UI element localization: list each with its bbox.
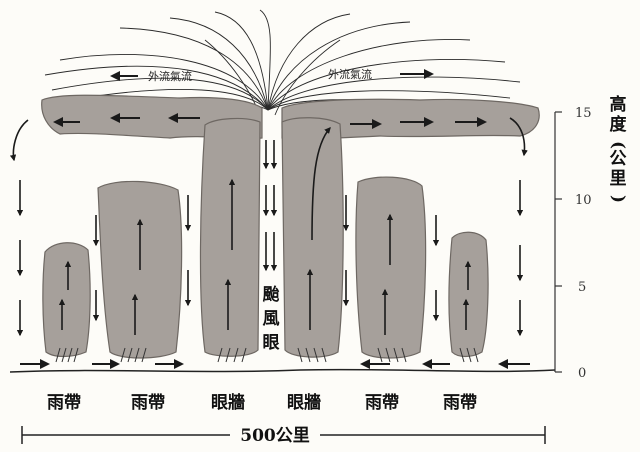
cloud-layer	[42, 95, 540, 358]
bottom-label-rainband: 雨帶	[131, 392, 165, 413]
eye-label-char-3: 眼	[263, 333, 280, 353]
axis-title-char: 公	[610, 149, 627, 169]
bottom-label-rainband: 雨帶	[443, 392, 477, 413]
bottom-label-eyewall: 眼牆	[287, 392, 321, 413]
eye-label-char-1: 颱	[263, 285, 280, 305]
down-arrow-icon	[13, 120, 28, 160]
axis-title-char: (	[608, 141, 628, 149]
bottom-label-rainband: 雨帶	[365, 392, 399, 413]
axis-tick-5: 5	[578, 280, 586, 295]
axis-title: 高度 (公里)	[608, 94, 628, 203]
height-axis	[555, 112, 562, 372]
axis-title-char: )	[608, 195, 628, 203]
axis-tick-0: 0	[578, 366, 586, 381]
bottom-labels: 雨帶 雨帶 眼牆 眼牆 雨帶 雨帶	[47, 392, 477, 413]
axis-tick-15: 15	[575, 106, 592, 121]
eye-label: 颱 風 眼	[263, 285, 280, 353]
distance-label: 500公里	[240, 426, 310, 446]
eye-label-char-2: 風	[263, 309, 280, 329]
ground-line	[10, 370, 555, 372]
axis-title-char: 度	[610, 114, 628, 135]
outflow-label-left: 外流氣流	[148, 69, 192, 83]
bottom-label-rainband: 雨帶	[47, 392, 81, 413]
axis-title-char: 高	[610, 94, 627, 115]
outflow-label-right: 外流氣流	[328, 67, 372, 81]
axis-tick-10: 10	[575, 193, 592, 208]
bottom-label-eyewall: 眼牆	[211, 392, 245, 413]
axis-title-char: 里	[610, 169, 627, 189]
